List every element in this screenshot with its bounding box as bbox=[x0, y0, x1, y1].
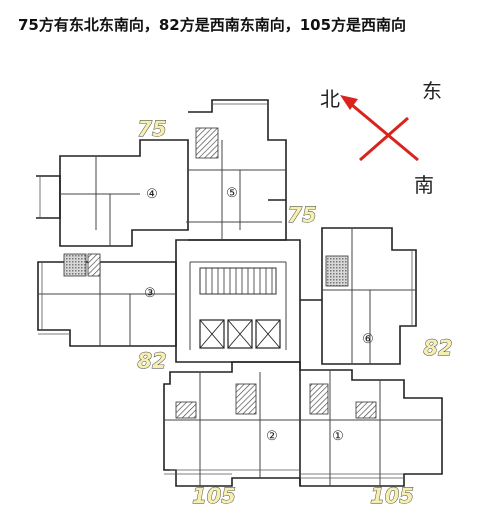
area-label-unit-4: 75 bbox=[137, 117, 166, 141]
east-south-line bbox=[359, 116, 409, 162]
north-arrow bbox=[345, 98, 419, 162]
area-label-unit-3: 82 bbox=[137, 349, 166, 373]
stairwell bbox=[199, 267, 277, 295]
page-title: 75方有东北东南向，82方是西南东南向，105方是西南向 bbox=[18, 16, 407, 34]
building-outline bbox=[36, 99, 443, 487]
south-label: 南 bbox=[414, 173, 434, 197]
unit-number-6: ⑥ bbox=[362, 332, 374, 347]
unit-number-2: ② bbox=[266, 429, 278, 444]
unit-numbers: ④ ⑤ ③ ⑥ ② ① bbox=[144, 186, 374, 444]
unit-number-3: ③ bbox=[144, 286, 156, 301]
compass: 北 东 南 bbox=[320, 79, 442, 197]
area-label-unit-6: 82 bbox=[423, 336, 452, 360]
unit-number-5: ⑤ bbox=[226, 186, 238, 201]
interior-walls bbox=[38, 140, 442, 486]
elevator-shafts bbox=[199, 319, 281, 349]
area-label-unit-1: 105 bbox=[370, 484, 414, 508]
unit-number-4: ④ bbox=[146, 187, 158, 202]
area-labels: 75 75 82 82 105 105 bbox=[137, 117, 453, 509]
balconies bbox=[38, 103, 413, 479]
north-arrow-head bbox=[340, 95, 358, 110]
unit-number-1: ① bbox=[332, 429, 344, 444]
wet-areas bbox=[63, 127, 377, 419]
east-label: 东 bbox=[422, 79, 442, 103]
area-label-unit-5: 75 bbox=[287, 203, 316, 227]
north-label: 北 bbox=[320, 87, 340, 111]
area-label-unit-2: 105 bbox=[192, 484, 236, 508]
